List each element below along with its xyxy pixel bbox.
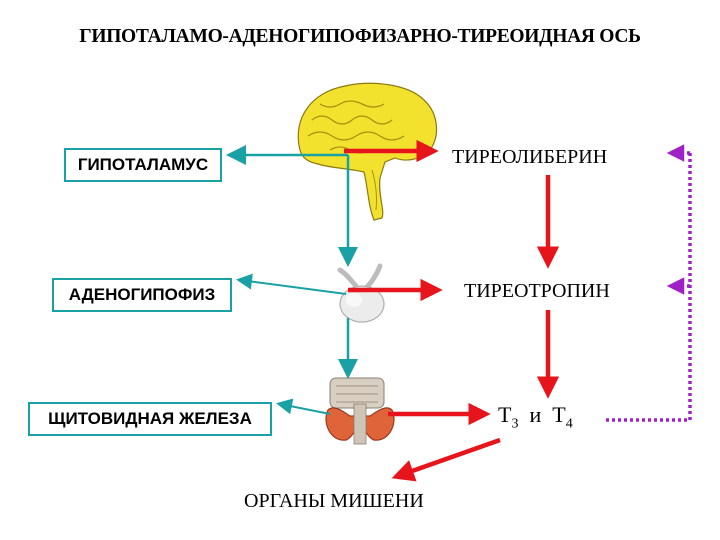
arrow-t3t4-targets [391, 437, 501, 482]
hypothalamus-box: ГИПОТАЛАМУС [64, 148, 222, 182]
link-pituitary-adenohypophysis [236, 273, 347, 295]
t3-base: Т [498, 402, 512, 427]
thyroid-box: ЩИТОВИДНАЯ ЖЕЛЕЗА [28, 402, 272, 436]
feedback-loop [606, 144, 692, 422]
anatomy-links [226, 145, 358, 415]
t4-base: Т [552, 402, 566, 427]
tsh-label: ТИРЕОТРОПИН [464, 280, 610, 302]
stimulation-arrows [344, 139, 560, 482]
trh-label: ТИРЕОЛИБЕРИН [452, 146, 608, 168]
t4-sub: 4 [565, 416, 573, 432]
and-word: и [529, 402, 542, 427]
t3-t4-label: Т3 и Т4 [498, 402, 573, 432]
t3-sub: 3 [511, 416, 519, 432]
link-thyroid-gland [276, 398, 331, 415]
thyroid-label: ЩИТОВИДНАЯ ЖЕЛЕЗА [48, 409, 252, 428]
adenohypophysis-box: АДЕНОГИПОФИЗ [52, 278, 232, 312]
targets-label: ОРГАНЫ МИШЕНИ [244, 490, 424, 512]
pituitary-gland-icon [337, 263, 385, 323]
diagram-title: ГИПОТАЛАМО-АДЕНОГИПОФИЗАРНО-ТИРЕОИДНАЯ О… [79, 26, 641, 47]
adenohypophysis-label: АДЕНОГИПОФИЗ [68, 285, 216, 304]
hypothalamus-label: ГИПОТАЛАМУС [77, 155, 209, 174]
thyroid-gland-icon [325, 377, 395, 445]
